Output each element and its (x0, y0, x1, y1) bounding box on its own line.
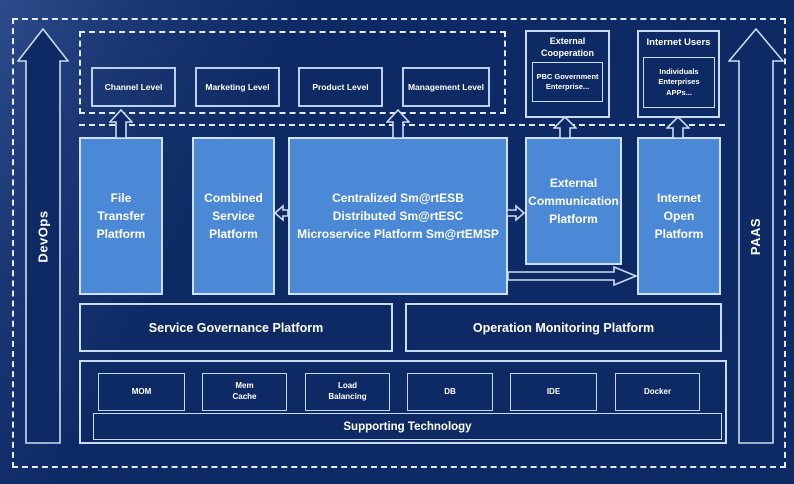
supporting-technology-label: Supporting Technology (343, 420, 472, 433)
level-label: Channel Level (104, 82, 163, 92)
external-communication-platform-box: External Communication Platform (525, 137, 622, 265)
central-esb-platform-box: Centralized Sm@rtESB Distributed Sm@rtES… (288, 137, 508, 295)
right-arrow-icon (506, 204, 525, 222)
up-arrow-icon (666, 116, 690, 138)
tech-box-mom: MOM (98, 373, 185, 411)
business-levels-group (79, 31, 506, 114)
combined-service-platform-box: Combined Service Platform (192, 137, 275, 295)
external-cooperation-title: External Cooperation (541, 36, 594, 58)
external-cooperation-box: External Cooperation (525, 30, 610, 118)
file-transfer-platform-box: File Transfer Platform (79, 137, 163, 295)
long-right-arrow-icon (507, 266, 637, 286)
paas-label: PAAS (748, 217, 764, 255)
operation-monitoring-platform-box: Operation Monitoring Platform (405, 303, 722, 352)
individuals-enterprises-apps-box: Individuals Enterprises APPs... (643, 57, 715, 108)
outer-dashed-border (12, 18, 786, 468)
level-label: Management Level (407, 82, 485, 92)
tech-box-mem-cache: Mem Cache (202, 373, 287, 411)
supporting-technology-bar: Supporting Technology (93, 413, 722, 440)
service-governance-platform-box: Service Governance Platform (79, 303, 393, 352)
left-arrow-icon (274, 204, 289, 222)
up-arrow-icon (553, 116, 577, 138)
up-arrow-icon (109, 109, 133, 138)
pbc-government-enterprise-box: PBC Government Enterprise... (532, 62, 603, 102)
up-arrow-icon (386, 109, 410, 138)
operation-monitoring-label: Operation Monitoring Platform (472, 320, 655, 335)
devops-label: DevOps (35, 209, 51, 263)
tech-box-ide: IDE (510, 373, 597, 411)
supporting-technology-group (79, 360, 727, 444)
devops-rail: DevOps (17, 28, 69, 444)
paas-rail: PAAS (728, 28, 784, 444)
tech-box-load-balancing: Load Balancing (305, 373, 390, 411)
devops-up-arrow-icon (17, 28, 69, 444)
service-governance-label: Service Governance Platform (148, 320, 324, 335)
tech-box-docker: Docker (615, 373, 700, 411)
level-label: Product Level (312, 82, 369, 92)
level-box-product: Product Level (298, 67, 383, 107)
level-box-management: Management Level (402, 67, 490, 107)
level-box-channel: Channel Level (91, 67, 176, 107)
level-box-marketing: Marketing Level (195, 67, 280, 107)
internet-users-title: Internet Users (646, 37, 711, 48)
level-label: Marketing Level (205, 82, 270, 92)
paas-up-arrow-icon (728, 28, 784, 444)
tech-box-db: DB (407, 373, 493, 411)
internet-open-platform-box: Internet Open Platform (637, 137, 721, 295)
